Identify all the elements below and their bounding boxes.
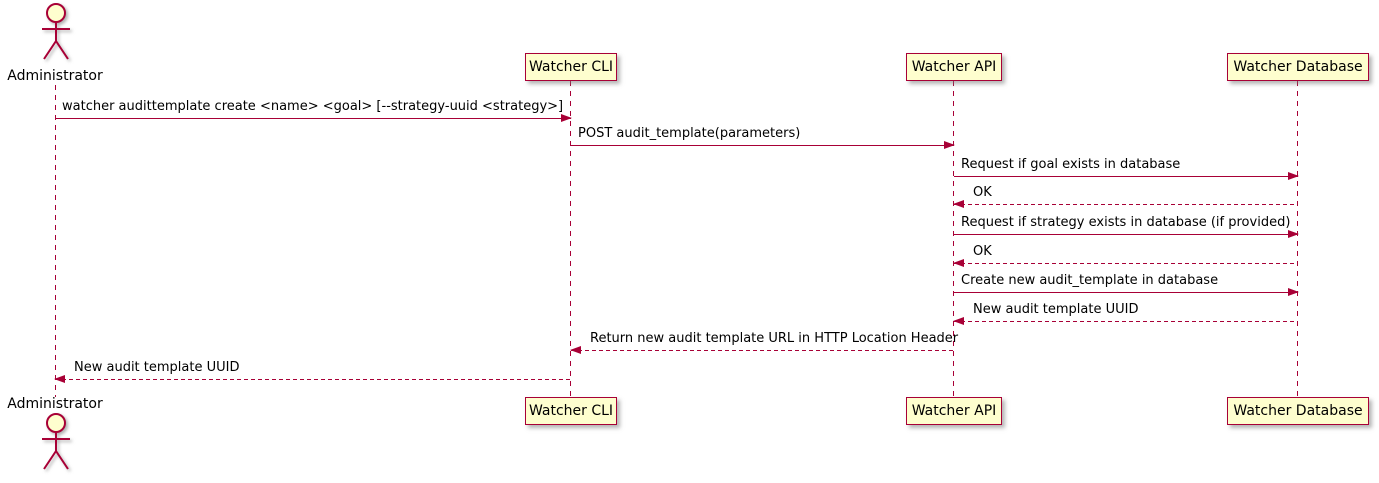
- participant-watcher-cli-top: Watcher CLI: [525, 53, 617, 81]
- administrator-actor-icon: [42, 3, 70, 60]
- message-label: New audit template UUID: [973, 302, 1139, 317]
- administrator-label-bottom: Administrator: [7, 396, 103, 412]
- participant-watcher-cli-bottom: Watcher CLI: [525, 397, 617, 425]
- participant-watcher-api-bottom: Watcher API: [906, 397, 1002, 425]
- message-label: OK: [973, 244, 992, 259]
- participant-watcher-database-bottom: Watcher Database: [1227, 397, 1369, 425]
- participant-watcher-database-top: Watcher Database: [1227, 53, 1369, 81]
- participant-watcher-api-top: Watcher API: [906, 53, 1002, 81]
- message-label: New audit template UUID: [74, 360, 240, 375]
- lifeline-watcher-api: [953, 81, 954, 397]
- message-label: Return new audit template URL in HTTP Lo…: [590, 331, 959, 346]
- arrowhead-right-icon: [944, 141, 955, 149]
- arrowhead-left-icon: [570, 346, 581, 354]
- arrowhead-right-icon: [1288, 172, 1299, 180]
- message-label: OK: [973, 185, 992, 200]
- message-line: [954, 234, 1298, 235]
- message-label: Request if strategy exists in database (…: [961, 215, 1291, 230]
- arrowhead-right-icon: [1288, 230, 1299, 238]
- message-label: POST audit_template(parameters): [578, 126, 801, 141]
- message-line: [571, 145, 954, 146]
- message-line: [954, 204, 1298, 205]
- message-line: [55, 379, 571, 380]
- arrowhead-left-icon: [953, 259, 964, 267]
- message-label: watcher audittemplate create <name> <goa…: [62, 99, 564, 114]
- arrowhead-right-icon: [1288, 288, 1299, 296]
- message-line: [954, 263, 1298, 264]
- arrowhead-left-icon: [54, 375, 65, 383]
- message-line: [954, 321, 1298, 322]
- message-line: [571, 350, 954, 351]
- message-line: [55, 118, 571, 119]
- administrator-label-top: Administrator: [7, 68, 103, 84]
- arrowhead-left-icon: [953, 317, 964, 325]
- message-label: Request if goal exists in database: [961, 157, 1181, 172]
- lifeline-administrator: [55, 85, 56, 397]
- message-label: Create new audit_template in database: [961, 273, 1219, 288]
- arrowhead-right-icon: [561, 114, 572, 122]
- administrator-actor-icon: [42, 413, 70, 470]
- message-line: [954, 292, 1298, 293]
- message-line: [954, 176, 1298, 177]
- lifeline-watcher-cli: [570, 81, 571, 397]
- arrowhead-left-icon: [953, 200, 964, 208]
- lifeline-watcher-database: [1297, 81, 1298, 397]
